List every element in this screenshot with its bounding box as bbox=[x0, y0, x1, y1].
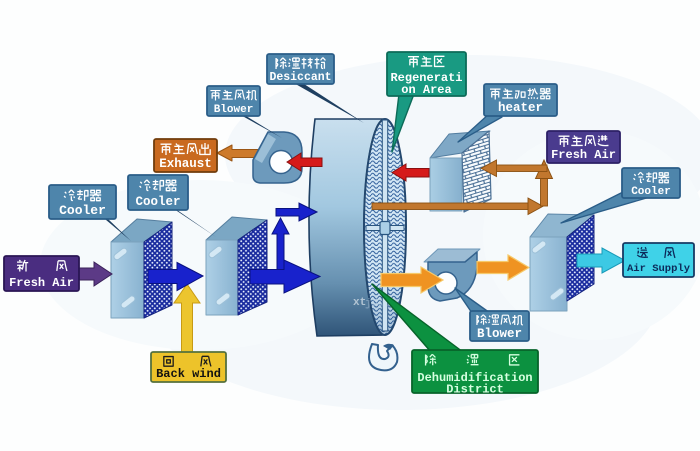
svg-text:Cooler: Cooler bbox=[631, 186, 671, 198]
svg-text:jdqp: jdqp bbox=[365, 298, 392, 310]
svg-text:Regenerati: Regenerati bbox=[390, 71, 462, 85]
svg-text:Fresh Air: Fresh Air bbox=[9, 276, 74, 290]
svg-text:Cooler: Cooler bbox=[135, 195, 180, 209]
svg-text:District: District bbox=[446, 383, 504, 397]
svg-text:xt: xt bbox=[353, 297, 366, 309]
svg-text:Desiccant: Desiccant bbox=[269, 71, 331, 84]
svg-text:on Area: on Area bbox=[401, 83, 451, 97]
svg-text:Fresh Air: Fresh Air bbox=[551, 148, 616, 162]
svg-text:Air Supply: Air Supply bbox=[627, 263, 691, 275]
svg-text:Blower: Blower bbox=[477, 327, 522, 341]
svg-text:Blower: Blower bbox=[214, 104, 254, 116]
svg-text:Exhaust: Exhaust bbox=[159, 157, 212, 171]
svg-text:heater: heater bbox=[498, 101, 543, 115]
svg-text:Dehumidification: Dehumidification bbox=[417, 371, 532, 385]
svg-text:Back wind: Back wind bbox=[156, 367, 221, 381]
svg-text:Cooler: Cooler bbox=[59, 203, 106, 218]
